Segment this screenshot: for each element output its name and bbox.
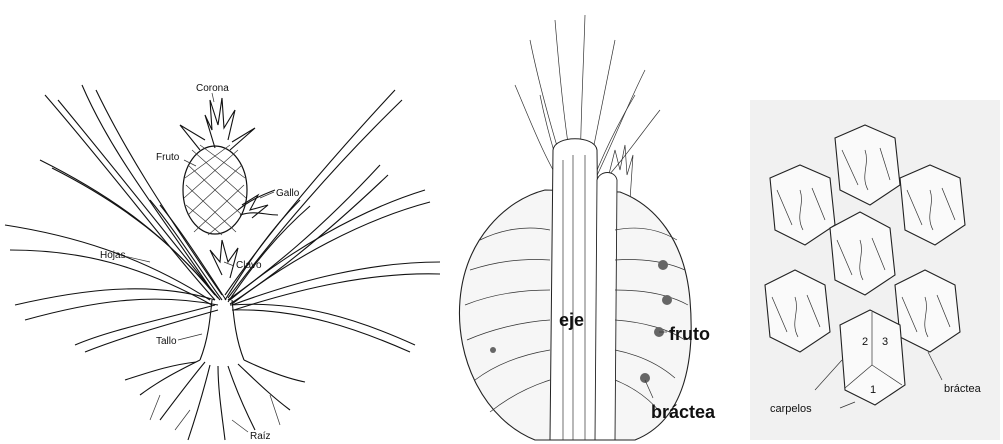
fruitlets-drawing: 2 3 1 carpelos bráctea (730, 0, 1003, 444)
crown (180, 98, 255, 150)
label-fruto: Fruto (156, 152, 180, 163)
label-hojas: Hojas (100, 250, 126, 261)
section-axis (550, 139, 617, 440)
sucker (210, 240, 238, 278)
label-carpel-1: 1 (870, 384, 876, 396)
label-bractea-section: bráctea (651, 402, 716, 422)
label-carpel-3: 3 (882, 336, 888, 348)
label-tallo: Tallo (156, 336, 177, 347)
fruit-section-diagram: eje fruto bráctea (445, 0, 730, 444)
plant-drawing: Corona Fruto Gallo Hojas Clavo Tallo Raí… (0, 0, 445, 444)
label-corona: Corona (196, 83, 229, 94)
roots (125, 360, 305, 440)
label-bractea-fruitlets: bráctea (944, 383, 982, 395)
label-fruto-section: fruto (669, 324, 710, 344)
label-raiz: Raíz (250, 431, 271, 442)
label-eje: eje (559, 310, 584, 330)
label-gallo: Gallo (276, 188, 300, 199)
label-carpelos: carpelos (770, 403, 812, 415)
section-drawing: eje fruto bráctea (445, 0, 730, 444)
fruitlets-diagram: 2 3 1 carpelos bráctea (730, 0, 1003, 444)
label-clavo: Clavo (236, 260, 262, 271)
label-carpel-2: 2 (862, 336, 868, 348)
fruit (183, 145, 247, 235)
pineapple-plant-diagram: Corona Fruto Gallo Hojas Clavo Tallo Raí… (0, 0, 445, 444)
